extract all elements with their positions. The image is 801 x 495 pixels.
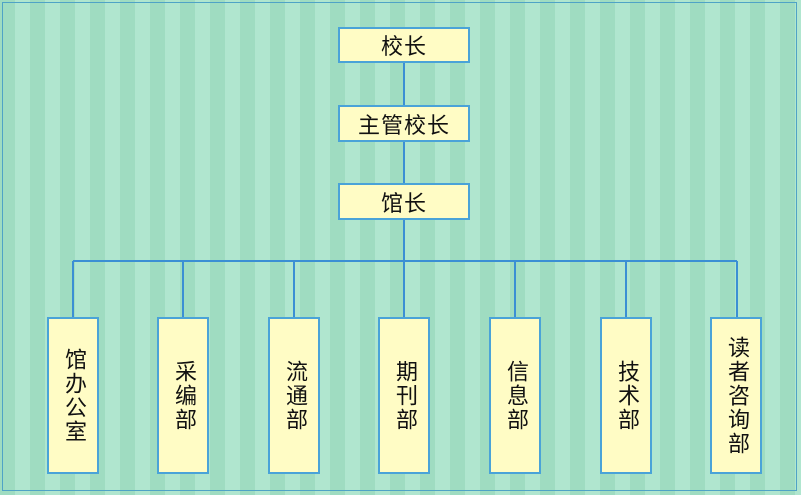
node-director: 馆长: [338, 183, 470, 220]
node-dept-office: 馆办公室: [47, 317, 99, 474]
node-dept-technology: 技术部: [600, 317, 652, 474]
node-dept-periodicals: 期刊部: [378, 317, 430, 474]
node-dept-circulation: 流通部: [268, 317, 320, 474]
node-vice-principal: 主管校长: [338, 105, 470, 142]
node-dept-reader-consulting: 读者咨询部: [710, 317, 762, 474]
node-dept-information: 信息部: [489, 317, 541, 474]
node-dept-acquisitions: 采编部: [157, 317, 209, 474]
node-principal: 校长: [338, 27, 470, 63]
